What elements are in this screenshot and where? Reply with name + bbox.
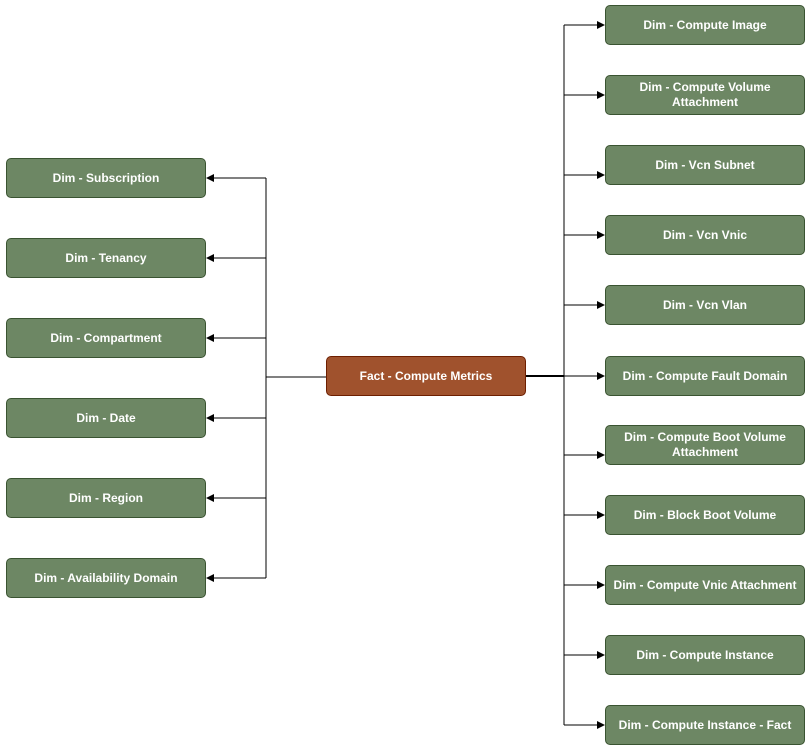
dim-compute-volume-attachment-node[interactable]: Dim - Compute Volume Attachment: [605, 75, 805, 115]
dim-compute-boot-volume-attachment-node[interactable]: Dim - Compute Boot Volume Attachment: [605, 425, 805, 465]
dim-compute-instance-node[interactable]: Dim - Compute Instance: [605, 635, 805, 675]
fact-compute-metrics-node[interactable]: Fact - Compute Metrics: [326, 356, 526, 396]
dim-tenancy-node[interactable]: Dim - Tenancy: [6, 238, 206, 278]
dim-compartment-node[interactable]: Dim - Compartment: [6, 318, 206, 358]
dim-compute-instance-fact-node[interactable]: Dim - Compute Instance - Fact: [605, 705, 805, 745]
dim-date-node[interactable]: Dim - Date: [6, 398, 206, 438]
dim-subscription-node[interactable]: Dim - Subscription: [6, 158, 206, 198]
dim-compute-image-node[interactable]: Dim - Compute Image: [605, 5, 805, 45]
dim-availability-domain-node[interactable]: Dim - Availability Domain: [6, 558, 206, 598]
dim-vcn-subnet-node[interactable]: Dim - Vcn Subnet: [605, 145, 805, 185]
dim-region-node[interactable]: Dim - Region: [6, 478, 206, 518]
dim-compute-vnic-attachment-node[interactable]: Dim - Compute Vnic Attachment: [605, 565, 805, 605]
dim-compute-fault-domain-node[interactable]: Dim - Compute Fault Domain: [605, 356, 805, 396]
dim-block-boot-volume-node[interactable]: Dim - Block Boot Volume: [605, 495, 805, 535]
dim-vcn-vlan-node[interactable]: Dim - Vcn Vlan: [605, 285, 805, 325]
dim-vcn-vnic-node[interactable]: Dim - Vcn Vnic: [605, 215, 805, 255]
